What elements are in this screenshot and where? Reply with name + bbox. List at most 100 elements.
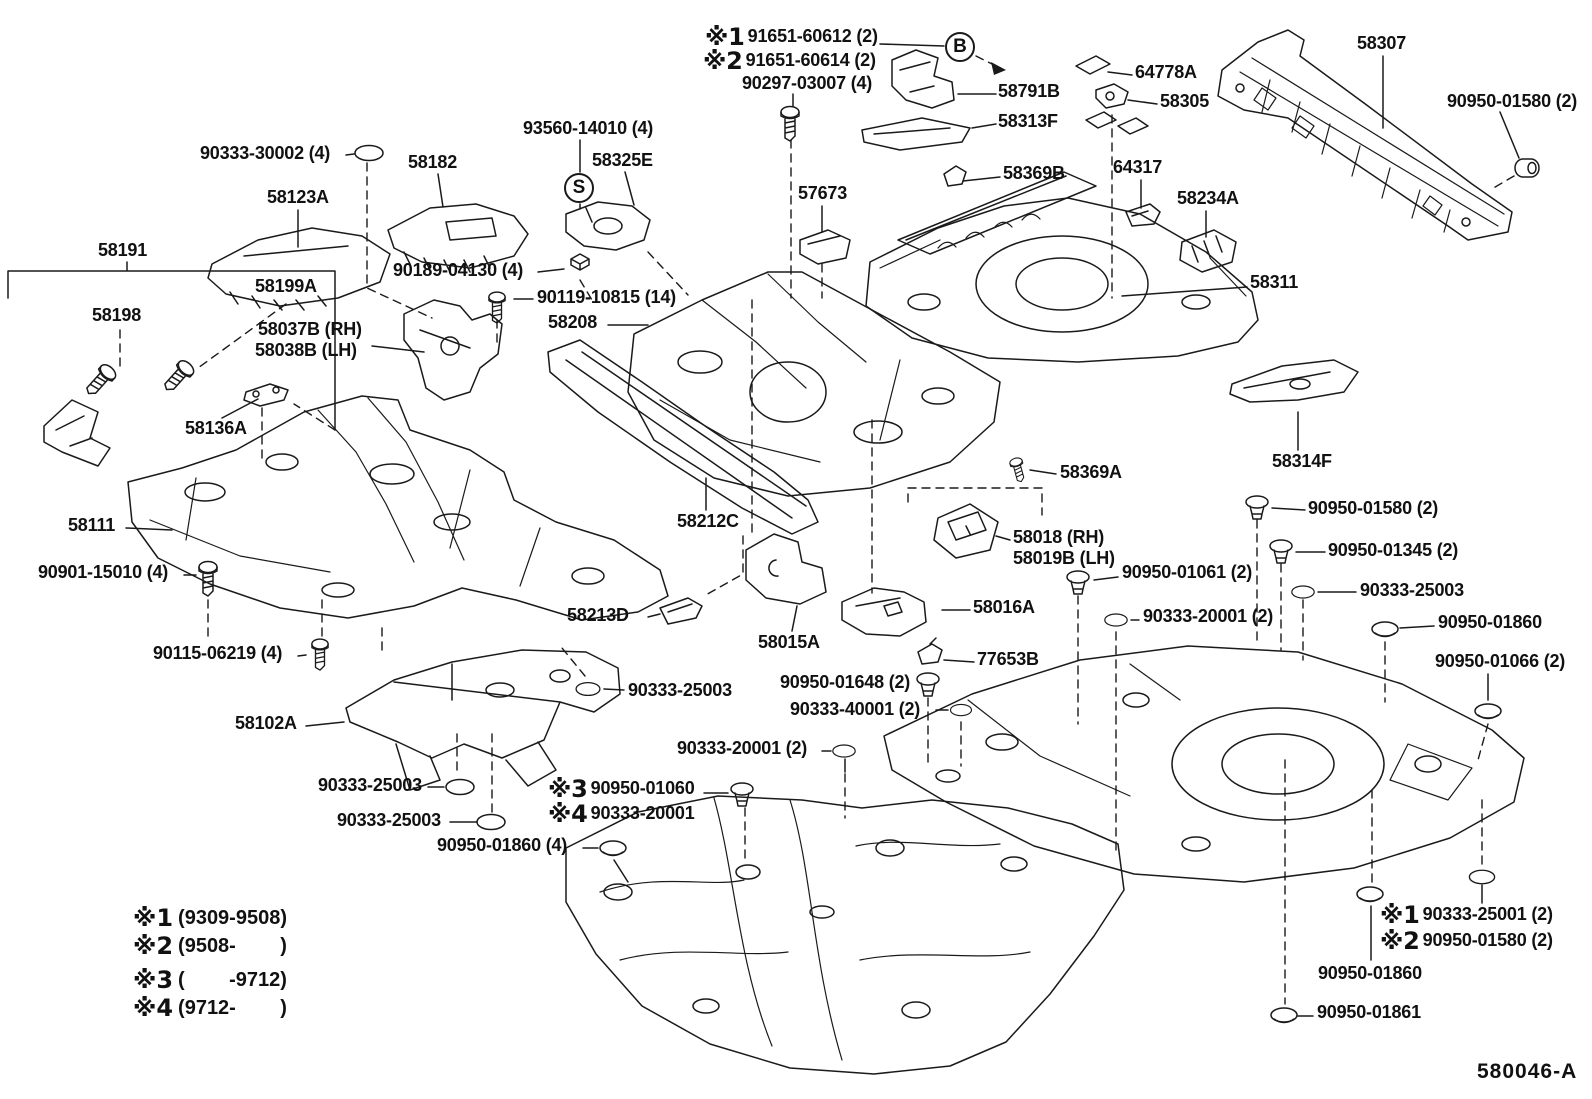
footnote-range-text: (9309-9508): [178, 906, 287, 929]
label-58307: 58307: [1357, 33, 1406, 54]
bottom-right-hole: [935, 769, 961, 783]
label-90950-01860-right: 90950-01860: [1438, 612, 1542, 633]
leader-line-label-77653b: [943, 659, 975, 663]
footnote-range-text: (9508- ): [178, 934, 287, 957]
label-58369b: 58369B: [1003, 163, 1065, 184]
part-number-text: 90333-25003: [1360, 580, 1464, 600]
circled-letter-b: B: [945, 32, 975, 62]
part-number-text: 90333-20001 (2): [677, 738, 808, 758]
spare-tire-well-inner: [1015, 257, 1109, 311]
leader-line-label-90950-01580-top: [1499, 111, 1520, 159]
crossmember-58102a: [345, 649, 621, 791]
bottom-center-hole: [735, 864, 761, 880]
rear-panel-outline: [1217, 29, 1513, 241]
bottom-right-hole: [1122, 692, 1150, 708]
bracket-58037b-hole: [440, 336, 460, 356]
bottom-right-floor-pan: [883, 645, 1525, 883]
leader-line-label-64778a: [1107, 71, 1133, 76]
leader-line-label-58325e: [624, 171, 635, 206]
bottom-center-hole: [1000, 856, 1028, 872]
footnote-range-text: ( -9712): [178, 968, 287, 991]
part-number-text: 90333-20001 (2): [1143, 606, 1274, 626]
label-90333-25003-b2: 90333-25003: [337, 810, 441, 831]
part-number-text: 58038B (LH): [255, 340, 357, 360]
center-floor-pan-58208: [627, 271, 1001, 497]
part-number-text: 58208: [548, 312, 598, 332]
crossmember-hole: [485, 682, 515, 698]
leader-line-label-58369b: [962, 176, 1001, 182]
part-number-text: 58016A: [973, 597, 1035, 617]
label-90950-01061: 90950-01061 (2): [1122, 562, 1252, 583]
label-90333-30002: 90333-30002 (4): [200, 143, 331, 164]
part-number-text: 90297-03007 (4): [742, 73, 873, 93]
label-57673: 57673: [798, 183, 847, 204]
floor-pad-57673: [799, 229, 851, 265]
part-number-text: 58325E: [592, 150, 653, 170]
footnote-※4: ※4(9712- ): [133, 994, 287, 1022]
label-58791b: 58791B: [998, 81, 1060, 102]
part-number-text: 58791B: [998, 81, 1060, 101]
part-number-text: 58102A: [235, 713, 297, 733]
part-number-text: 58369A: [1060, 462, 1122, 482]
part-number-text: 90333-25003: [628, 680, 732, 700]
leader-line-label-58213d: [647, 613, 661, 618]
label-90119-10815: 90119-10815 (14): [537, 287, 676, 308]
leader-line-label-58102a: [305, 721, 345, 727]
part-number-text: 58369B: [1003, 163, 1065, 183]
part-number-text: 58123A: [267, 187, 329, 207]
label-90950-01066: 90950-01066 (2): [1435, 651, 1565, 672]
label-bracket-lines: [7, 203, 1483, 961]
part-number-text: 58111: [68, 515, 116, 535]
label-58102a: 58102A: [235, 713, 297, 734]
clip-58369b: [943, 165, 967, 187]
part-number-text: 58182: [408, 152, 458, 172]
label-58191: 58191: [98, 240, 147, 261]
center-floor-hole: [921, 387, 955, 405]
clip-58191-part: [43, 399, 111, 467]
part-number-text: 90950-01060: [590, 778, 695, 799]
part-number-text: 90333-30002 (4): [200, 143, 331, 163]
part-number-text: 58198: [92, 305, 142, 325]
part-number-text: 91651-60614 (2): [745, 50, 876, 71]
label-90950-01580-top: 90950-01580 (2): [1447, 91, 1577, 112]
dashed-line: [1489, 175, 1515, 191]
center-floor-hole-large: [749, 361, 827, 423]
label-90950-01580-mid: 90950-01580 (2): [1308, 498, 1438, 519]
dashed-line: [561, 647, 586, 677]
part-number-text: 58136A: [185, 418, 247, 438]
part-number-text: 58314F: [1272, 451, 1332, 471]
label-77653b: 77653B: [977, 649, 1039, 670]
bracket-58015a: [745, 533, 827, 605]
label-58212c: 58212C: [677, 511, 739, 532]
footnote-range-text: (9712- ): [178, 996, 287, 1019]
bottom-right-hole: [1414, 755, 1442, 773]
label-90901-15010: 90901-15010 (4): [38, 562, 169, 583]
label-90333-20001-center: 90333-20001 (2): [677, 738, 808, 759]
footnote-marker: ※2: [133, 932, 174, 960]
label-58314f: 58314F: [1272, 451, 1332, 472]
bracket-58234a: [1179, 229, 1237, 273]
label-58208: 58208: [548, 312, 598, 333]
leader-line-label-58015a: [791, 605, 798, 632]
part-number-text: 90901-15010 (4): [38, 562, 169, 582]
assembly-dashed-lines: [119, 55, 1515, 1005]
bottom-right-hole: [985, 733, 1019, 751]
label-58018: 58018 (RH): [1013, 527, 1104, 548]
dashed-line: [293, 403, 336, 431]
bracket-58016a: [841, 587, 927, 637]
rod-58136a-hole: [272, 386, 280, 394]
footnote-marker: ※3: [133, 966, 174, 994]
part-number-text: 90333-20001: [590, 803, 695, 824]
bracket-58313f: [861, 117, 971, 151]
bottom-right-details: [967, 663, 1473, 801]
label-90950-01860-4: 90950-01860 (4): [437, 835, 567, 856]
bracket-58325e: [565, 201, 651, 251]
leader-line-label-58019b: [995, 535, 1011, 541]
bracket-58325e-hole: [593, 217, 623, 235]
rear-floor-hole: [907, 293, 941, 311]
footnote-※3: ※3( -9712): [133, 966, 287, 994]
leader-line-label-58311: [1121, 286, 1248, 297]
footnote-marker: ※2: [1380, 927, 1420, 955]
part-number-text: 58019B (LH): [1013, 548, 1115, 568]
